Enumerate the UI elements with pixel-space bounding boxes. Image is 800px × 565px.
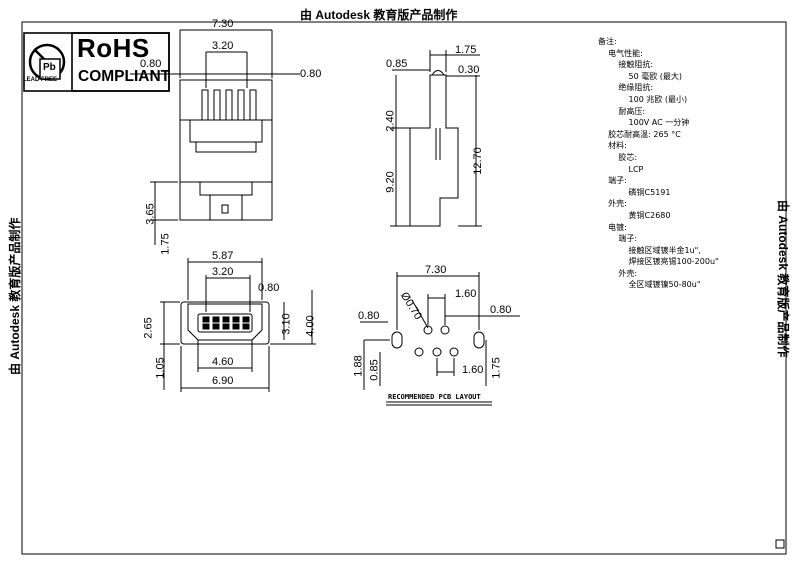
note-line: 100 兆欧 (最小) (598, 94, 688, 104)
note-line: 绝缘阻抗: (598, 83, 654, 93)
note-line: 100V AC 一分钟 (598, 118, 690, 128)
dim-front-body-height: 3.10 (280, 313, 293, 335)
dim-top-foot: 1.75 (159, 233, 172, 255)
note-line: 胶芯耐高温: 265 °C (598, 129, 681, 139)
pcb-layout (360, 272, 520, 406)
dim-front-inner-width: 3.20 (212, 266, 234, 278)
side-view (390, 50, 482, 227)
note-line: 全区域镀镍50-80u" (598, 280, 701, 290)
dim-side-lower-height: 9.20 (384, 171, 397, 193)
note-line: 电气性能: (598, 48, 643, 58)
pb-symbol: Pb (43, 62, 56, 73)
watermark-right: 由 Autodesk 教育版产品制作 (776, 200, 790, 358)
dim-front-pitch: 0.80 (258, 282, 280, 294)
pcb-layout-title: RECOMMENDED PCB LAYOUT (388, 393, 481, 401)
rohs-title: RoHS (77, 33, 150, 63)
corner-mark (775, 539, 785, 549)
dim-side-left-offset: 0.85 (386, 58, 408, 70)
dim-front-total-width: 6.90 (212, 375, 234, 387)
note-line: 接触区域镀半金1u", (598, 245, 701, 255)
note-line: 焊接区镀亮锡100-200u" (598, 257, 719, 267)
dim-pcb-pitch: 1.60 (455, 288, 477, 300)
dim-pcb-pad-left: 0.80 (358, 310, 380, 322)
dim-top-pin-span: 3.20 (212, 40, 234, 52)
note-line: 耐高压: (598, 106, 646, 116)
dim-top-overall-width: 7.30 (212, 18, 234, 30)
dim-side-total-height: 12.70 (471, 147, 484, 175)
note-line: 外壳: (598, 199, 627, 209)
note-line: 50 毫欧 (最大) (598, 71, 683, 81)
note-line: 电镀: (598, 222, 627, 232)
dim-side-upper-height: 2.40 (384, 110, 397, 132)
dim-front-overall-height: 4.00 (304, 315, 317, 337)
dim-top-pin-pitch: 0.80 (140, 58, 162, 70)
note-line: 接触阻抗: (598, 60, 654, 70)
dim-side-width-top: 1.75 (455, 44, 477, 56)
sheet-border (21, 21, 787, 555)
dim-pcb-row-offset: 1.88 (352, 355, 365, 377)
rohs-subtitle: COMPLIANT (78, 68, 171, 85)
rohs-logo (23, 32, 170, 92)
note-line: 胶芯: (598, 152, 638, 162)
dim-top-pitch: 0.80 (300, 68, 322, 80)
dim-front-base: 1.05 (154, 357, 167, 379)
dim-side-lip: 0.30 (458, 64, 480, 76)
note-line: 备注: (598, 37, 617, 46)
dim-pcb-row-gap: 0.85 (368, 359, 381, 381)
watermark-left: 由 Autodesk 教育版产品制作 (8, 217, 22, 375)
dim-pcb-overall: 7.30 (425, 264, 447, 276)
top-view (130, 29, 300, 245)
dim-top-body-edge: 3.65 (144, 203, 157, 225)
note-line: 磷铜C5191 (598, 187, 671, 197)
watermark-top: 由 Autodesk 教育版产品制作 (300, 8, 458, 22)
dim-pcb-depth: 1.75 (490, 357, 503, 379)
note-line: 黄铜C2680 (598, 210, 671, 220)
notes-block: 备注: 电气性能: 接触阻抗: 50 毫欧 (最大) 绝缘阻抗: 100 兆欧 … (598, 36, 719, 291)
note-line: 端子: (598, 176, 627, 186)
note-line: 端子: (598, 234, 638, 244)
dim-front-height: 2.65 (142, 317, 155, 339)
note-line: 材料: (598, 141, 627, 151)
note-line: LCP (598, 164, 644, 174)
note-line: 外壳: (598, 268, 638, 278)
dim-front-slot-width: 4.60 (212, 356, 234, 368)
dim-pcb-pad: 0.80 (490, 304, 512, 316)
dim-front-outer-width: 5.87 (212, 250, 234, 262)
front-view (160, 258, 316, 392)
dim-pcb-pitch-bottom: 1.60 (462, 364, 484, 376)
lead-free-label: LEAD FREE (23, 77, 58, 83)
